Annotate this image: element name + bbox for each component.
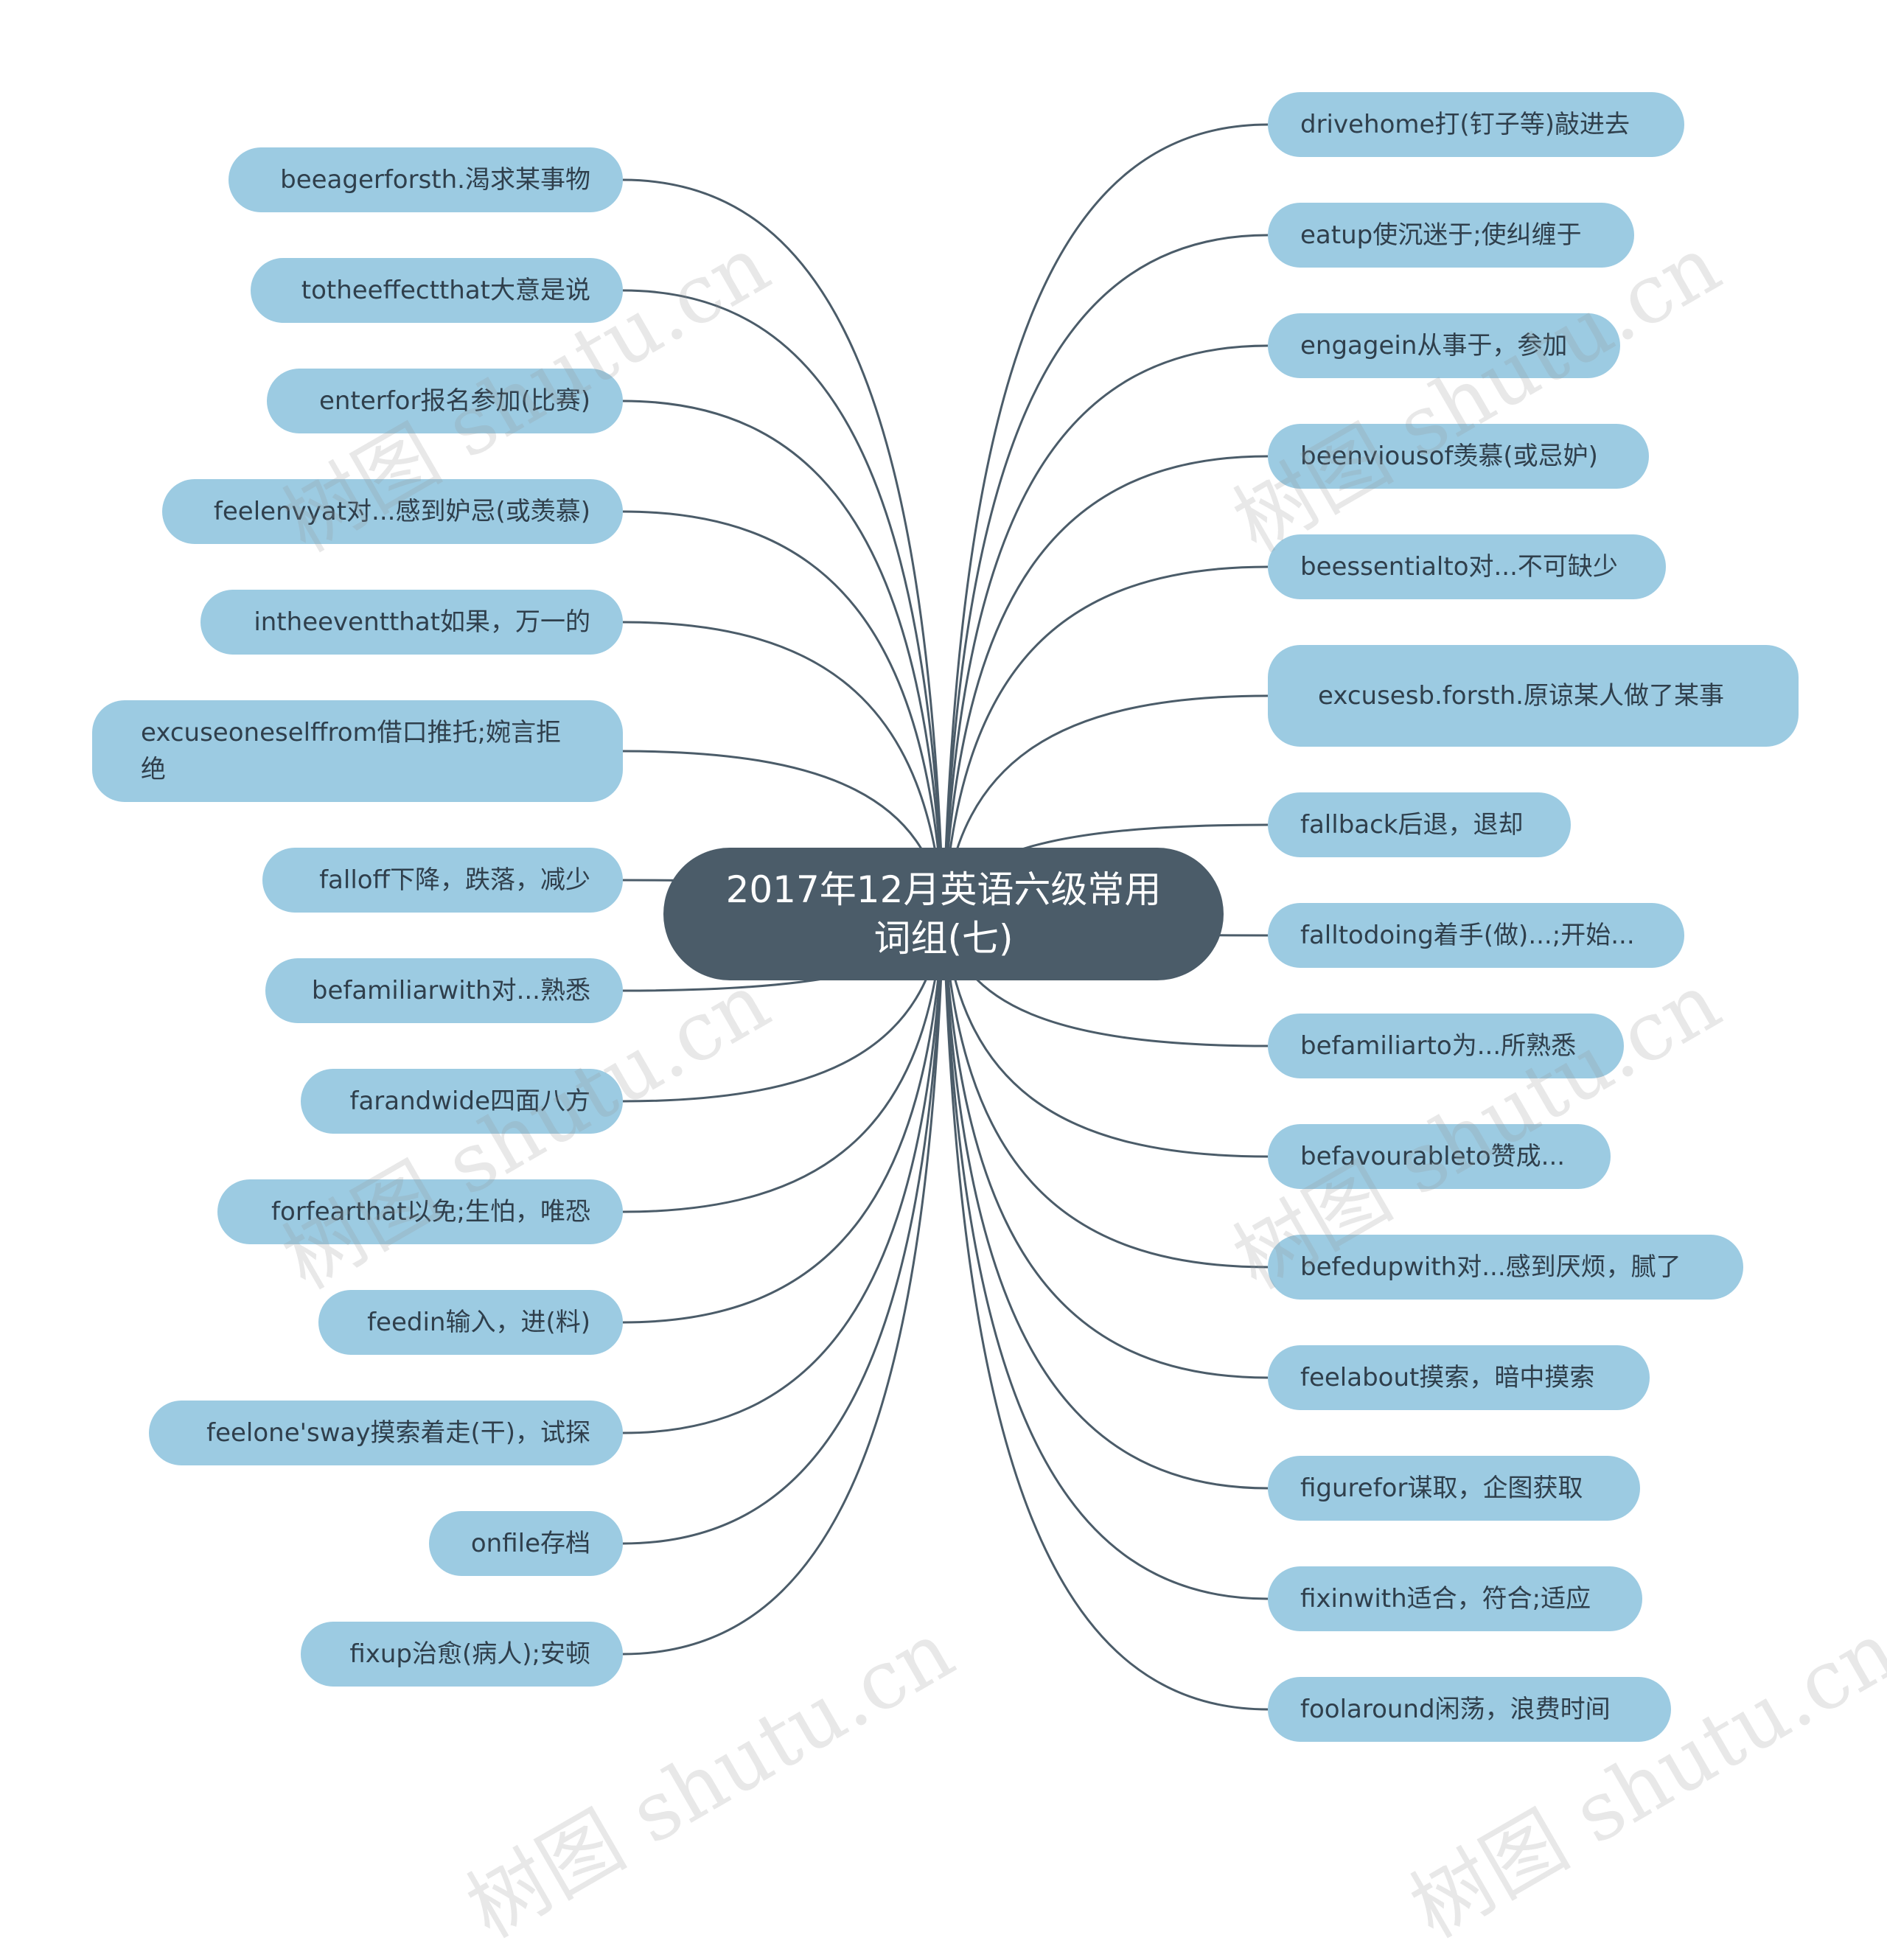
left-branch-connector xyxy=(622,510,945,915)
left-branch-node[interactable]: totheeffectthat大意是说 xyxy=(251,258,623,323)
left-branch-node[interactable]: fixup治愈(病人);安顿 xyxy=(301,1622,623,1687)
left-branch-connector xyxy=(622,913,945,1213)
right-branch-connector xyxy=(942,123,1269,915)
right-branch-connector xyxy=(942,913,1269,1490)
root-topic[interactable]: 2017年12月英语六级常用词组(七) xyxy=(663,848,1224,980)
right-branch-node[interactable]: beessentialto对...不可缺少 xyxy=(1268,534,1666,599)
right-branch-connector xyxy=(942,913,1269,1379)
left-branch-connector xyxy=(622,913,945,1656)
left-branch-connector xyxy=(622,400,945,915)
right-branch-node[interactable]: falltodoing着手(做)...;开始... xyxy=(1268,903,1684,968)
right-branch-node[interactable]: beenviousof羡慕(或忌妒) xyxy=(1268,424,1649,489)
right-branch-node[interactable]: engagein从事于，参加 xyxy=(1268,313,1620,378)
right-branch-connector xyxy=(942,565,1269,915)
right-branch-connector xyxy=(942,234,1269,915)
left-branch-node[interactable]: falloff下降，跌落，减少 xyxy=(262,848,623,913)
left-branch-node[interactable]: befamiliarwith对...熟悉 xyxy=(265,958,623,1023)
right-branch-node[interactable]: befedupwith对...感到厌烦，腻了 xyxy=(1268,1235,1743,1300)
right-branch-connector xyxy=(942,913,1269,1711)
left-branch-node[interactable]: forfearthat以免;生怕，唯恐 xyxy=(217,1179,623,1244)
left-branch-node[interactable]: feelenvyat对...感到妒忌(或羡慕) xyxy=(162,479,623,544)
left-branch-node[interactable]: farandwide四面八方 xyxy=(301,1069,623,1134)
left-branch-connector xyxy=(622,913,945,1324)
right-branch-connector xyxy=(942,913,1269,1269)
right-branch-connector xyxy=(942,455,1269,915)
left-branch-connector xyxy=(622,913,945,1545)
right-branch-node[interactable]: drivehome打(钉子等)敲进去 xyxy=(1268,92,1684,157)
right-branch-node[interactable]: befavourableto赞成... xyxy=(1268,1124,1611,1189)
right-branch-connector xyxy=(942,913,1269,1600)
right-branch-connector xyxy=(942,913,1269,1158)
right-branch-node[interactable]: fixinwith适合，符合;适应 xyxy=(1268,1566,1642,1631)
right-branch-node[interactable]: feelabout摸索，暗中摸索 xyxy=(1268,1345,1650,1410)
left-branch-connector xyxy=(622,289,945,915)
right-branch-node[interactable]: foolaround闲荡，浪费时间 xyxy=(1268,1677,1671,1742)
left-branch-node[interactable]: onfile存档 xyxy=(429,1511,623,1576)
right-branch-node[interactable]: figurefor谋取，企图获取 xyxy=(1268,1456,1640,1521)
left-branch-node[interactable]: intheeventthat如果，万一的 xyxy=(200,590,623,655)
left-branch-connector xyxy=(622,913,945,1434)
right-branch-node[interactable]: befamiliarto为...所熟悉 xyxy=(1268,1014,1624,1078)
right-branch-node[interactable]: eatup使沉迷于;使纠缠于 xyxy=(1268,203,1634,268)
left-branch-node[interactable]: enterfor报名参加(比赛) xyxy=(267,369,623,433)
left-branch-connector xyxy=(622,178,945,915)
left-branch-node[interactable]: excuseoneselffrom借口推托;婉言拒绝 xyxy=(92,700,623,802)
right-branch-node[interactable]: excusesb.forsth.原谅某人做了某事 xyxy=(1268,645,1799,747)
left-branch-node[interactable]: feelone'sway摸索着走(干)，试探 xyxy=(149,1401,623,1465)
right-branch-connector xyxy=(942,344,1269,915)
left-branch-node[interactable]: feedin输入，进(料) xyxy=(318,1290,623,1355)
mindmap: 2017年12月英语六级常用词组(七) beeagerforsth.渴求某事物 t… xyxy=(92,92,1887,1956)
left-branch-node[interactable]: beeagerforsth.渴求某事物 xyxy=(229,147,623,212)
right-branch-node[interactable]: fallback后退，退却 xyxy=(1268,792,1571,857)
left-branch-connector xyxy=(622,621,945,915)
